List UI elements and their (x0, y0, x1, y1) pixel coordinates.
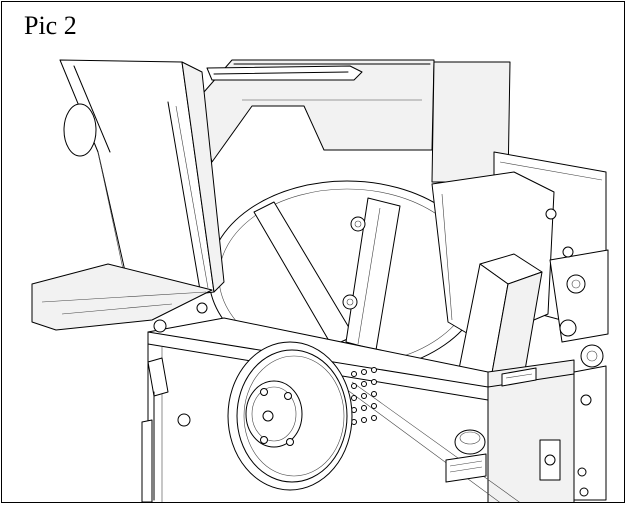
feed-block (457, 253, 543, 385)
grease-knob (454, 429, 486, 455)
pulley-hub (245, 380, 303, 448)
side-bracket (549, 246, 609, 501)
chute-deflector (31, 263, 213, 331)
figure-caption: Pic 2 (24, 11, 77, 40)
hopper-ventilation-holes (351, 367, 377, 425)
rotor-blade (253, 197, 401, 351)
warning-label (445, 453, 487, 483)
upper-housing-cover (196, 59, 511, 183)
side-label (539, 439, 561, 481)
discharge-chute (59, 59, 225, 303)
frame-bolts (153, 302, 208, 427)
frame-label-plate (501, 367, 537, 387)
